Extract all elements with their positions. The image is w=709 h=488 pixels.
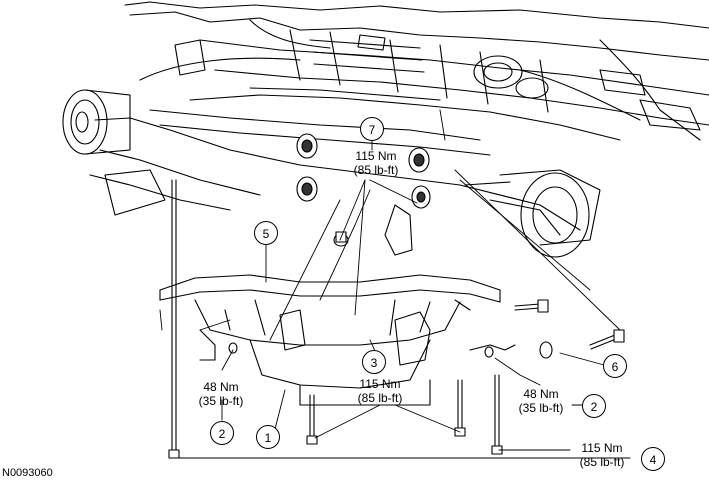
torque-lbft-2-right: (35 lb-ft) (518, 401, 564, 415)
callout-3: 3 (362, 350, 386, 374)
torque-lbft-3: (85 lb-ft) (357, 391, 403, 405)
callout-7: 7 (360, 117, 384, 141)
torque-nm-4: 115 Nm (581, 441, 623, 455)
vehicle-underbody (89, 1, 709, 231)
torque-nm-3: 115 Nm (359, 377, 401, 391)
leader-lines (159, 109, 631, 459)
left-wheel-hub (62, 89, 166, 216)
callout-2-left: 2 (210, 421, 234, 445)
subframe-mount-bushings (296, 133, 431, 256)
torque-label-3: 115 Nm (85 lb-ft) (349, 377, 411, 405)
torque-label-2-right: 48 Nm (35 lb-ft) (510, 387, 572, 415)
torque-nm-2-left: 48 Nm (203, 380, 239, 394)
callout-1: 1 (256, 425, 280, 449)
torque-label-4: 115 Nm (85 lb-ft) (568, 441, 636, 469)
torque-nm-2-right: 48 Nm (523, 387, 559, 401)
torque-lbft-2-left: (35 lb-ft) (198, 394, 244, 408)
callout-5: 5 (254, 221, 278, 245)
right-wheel-hub (464, 169, 601, 258)
callout-4: 4 (641, 447, 665, 471)
torque-nm-7: 115 Nm (355, 149, 397, 163)
torque-lbft-4: (85 lb-ft) (579, 455, 625, 469)
rear-subframe (159, 274, 516, 406)
torque-label-7: 115 Nm (85 lb-ft) (345, 149, 407, 177)
callout-2-right: 2 (582, 394, 606, 418)
torque-lbft-7: (85 lb-ft) (353, 163, 399, 177)
torque-label-2-left: 48 Nm (35 lb-ft) (190, 380, 252, 408)
callout-6: 6 (603, 354, 627, 378)
figure-id: N0093060 (2, 467, 53, 479)
